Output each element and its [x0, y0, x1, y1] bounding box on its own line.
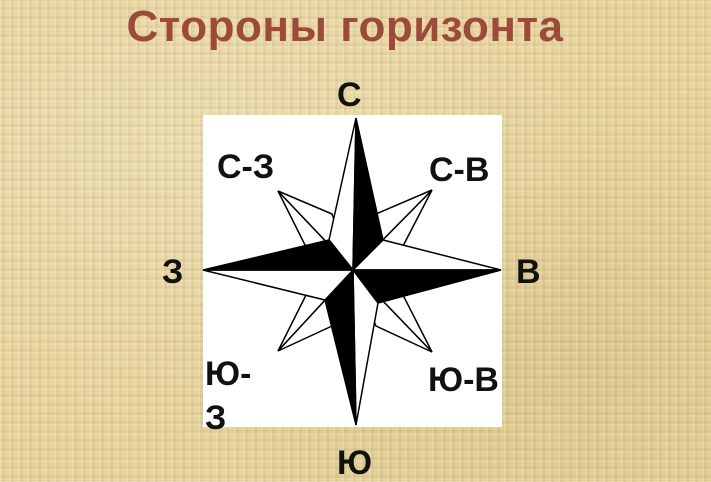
label-west: З	[162, 253, 184, 291]
label-northeast: С-В	[429, 151, 490, 189]
compass-point-east-bottom	[351, 269, 502, 304]
label-south: Ю	[337, 444, 373, 482]
label-northwest: С-З	[217, 148, 275, 186]
page-title: Стороны горизонта	[126, 2, 564, 51]
label-north: С	[337, 76, 362, 114]
label-southeast: Ю-В	[428, 361, 499, 399]
label-east: В	[516, 253, 541, 291]
compass-point-west-top	[202, 239, 355, 271]
label-southwest: Ю-З	[205, 355, 252, 437]
